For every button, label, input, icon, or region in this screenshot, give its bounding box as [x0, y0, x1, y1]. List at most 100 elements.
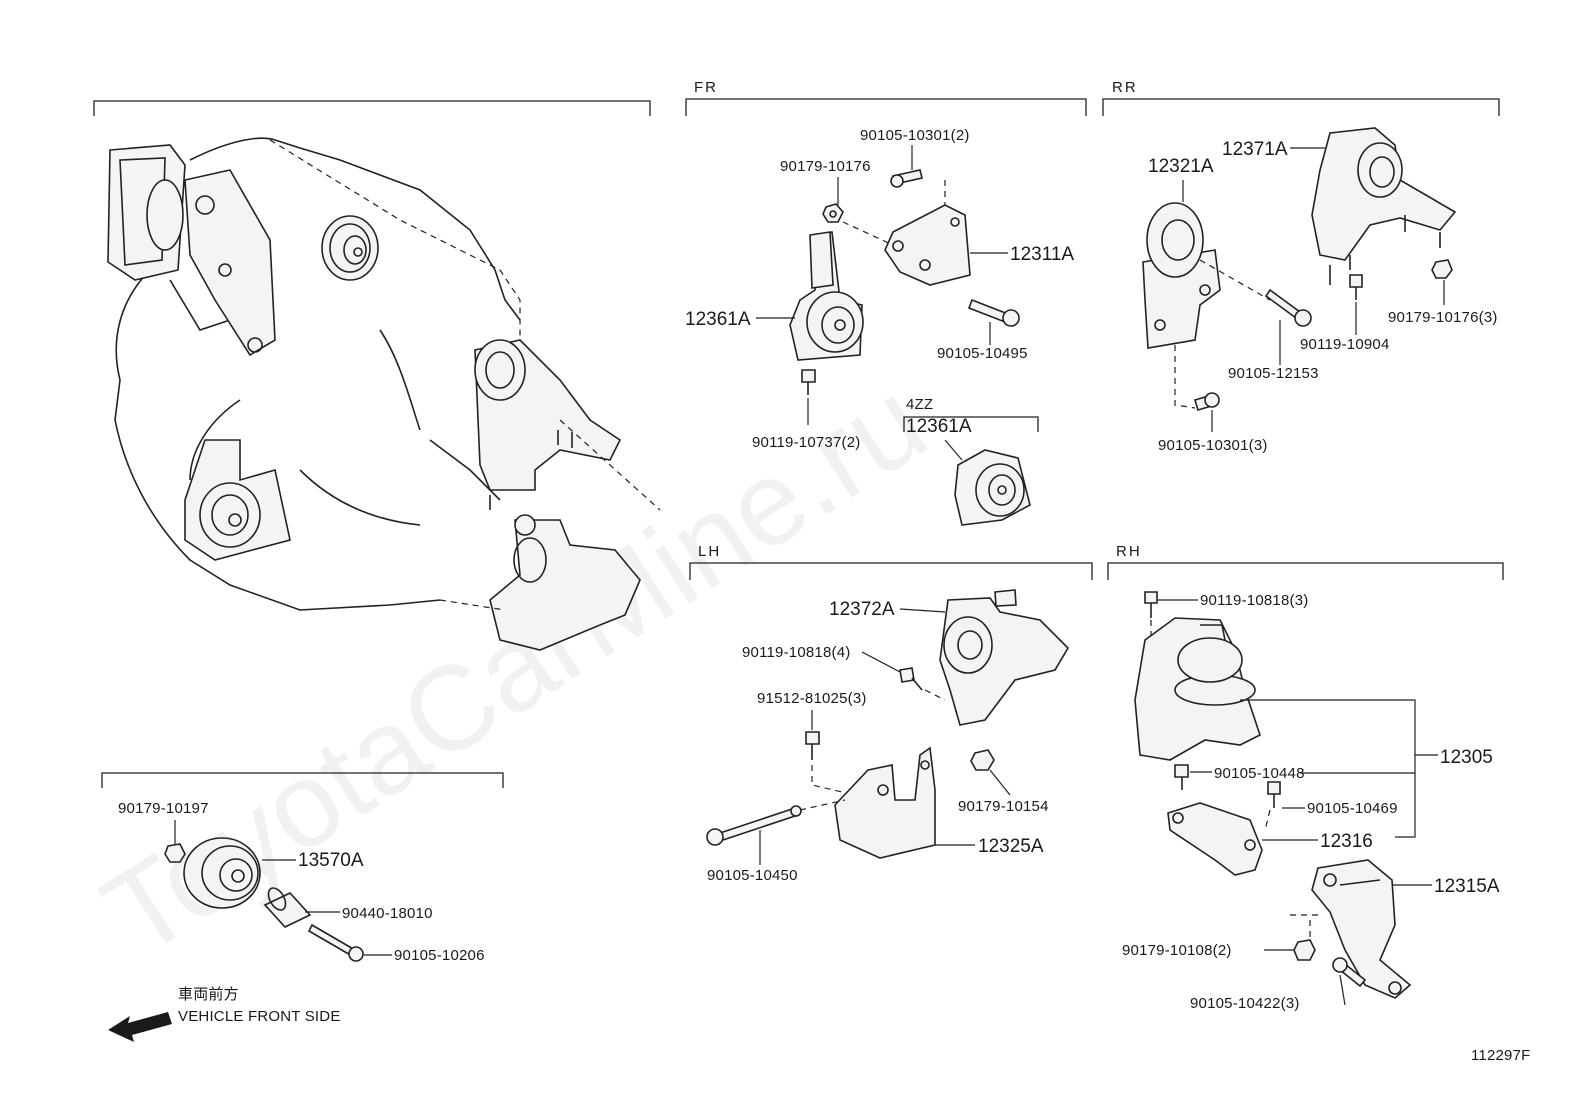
nut-90179-10197	[164, 843, 186, 863]
label-90179-10154: 90179-10154	[958, 798, 1049, 815]
dash-rh-lower	[1290, 914, 1318, 942]
label-12321A: 12321A	[1148, 156, 1214, 177]
label-90105-10206: 90105-10206	[394, 947, 485, 964]
pulley-13570A	[183, 837, 261, 909]
label-12372A: 12372A	[829, 599, 895, 620]
bolt-91512-81025	[805, 731, 820, 760]
direction-label-english: VEHICLE FRONT SIDE	[178, 1008, 341, 1025]
mount-12361A-4zz	[954, 449, 1031, 526]
lh-section-label: LH	[698, 543, 721, 560]
engine-rr-mount	[474, 339, 622, 510]
engine-dashed-outline-1	[269, 139, 521, 340]
label-90105-10301-2: 90105-10301(2)	[860, 127, 970, 144]
label-90179-10176: 90179-10176	[780, 158, 871, 175]
label-90119-10818-3: 90119-10818(3)	[1200, 592, 1308, 609]
bolt-90105-10422	[1332, 957, 1367, 988]
fr-section-label: FR	[694, 79, 718, 96]
engine-rh-mount	[489, 514, 641, 651]
mount-12371A	[1311, 127, 1457, 285]
label-90440-18010: 90440-18010	[342, 905, 433, 922]
label-91512-81025-3: 91512-81025(3)	[757, 690, 867, 707]
label-90105-10301-3: 90105-10301(3)	[1158, 437, 1268, 454]
fr-4zz-label: 4ZZ	[906, 396, 933, 413]
nut-90179-10108	[1293, 939, 1316, 961]
label-90119-10904: 90119-10904	[1300, 336, 1390, 353]
engine-front-mount-left	[107, 144, 186, 281]
dash-lh-lower	[811, 765, 856, 796]
bracket-12316	[1167, 802, 1263, 876]
bolt-90105-10450	[706, 805, 802, 846]
dash-lh-bolt	[799, 799, 846, 811]
label-90105-12153: 90105-12153	[1228, 365, 1319, 382]
leader-12305-bottom	[1395, 755, 1416, 838]
label-90179-10108-2: 90179-10108(2)	[1122, 942, 1232, 959]
leader-12361A-4zz	[944, 439, 963, 461]
label-90179-10197: 90179-10197	[118, 800, 209, 817]
label-90179-10176-3: 90179-10176(3)	[1388, 309, 1498, 326]
bolt-90105-10448	[1174, 764, 1189, 790]
spacer-90440-18010	[263, 887, 312, 928]
label-90119-10818-4: 90119-10818(4)	[742, 644, 850, 661]
leader-90179-10154	[989, 769, 1011, 796]
label-12361A: 12361A	[685, 309, 751, 330]
engine-overview-bracket	[93, 100, 651, 116]
rh-section-label: RH	[1116, 543, 1142, 560]
nut-90179-10154	[970, 749, 995, 771]
direction-label-japanese: 車両前方	[178, 986, 239, 1003]
engine-pulley	[321, 215, 379, 281]
engine-lh-mount	[184, 439, 291, 561]
bracket-12325A	[834, 746, 936, 859]
label-13570A: 13570A	[298, 850, 364, 871]
bolt-90119-10737	[801, 369, 816, 395]
bolt-90105-12153	[1264, 288, 1312, 327]
nut-90179-10176-3	[1431, 259, 1453, 279]
dash-rr	[1174, 259, 1271, 409]
label-12371A: 12371A	[1222, 139, 1288, 160]
rr-section-bracket	[1102, 98, 1500, 116]
label-12316: 12316	[1320, 831, 1373, 852]
fr-4zz-bracket	[903, 416, 1039, 432]
rr-section-label: RR	[1112, 79, 1138, 96]
mount-12361A	[789, 231, 864, 361]
leader-12372A	[899, 608, 946, 613]
lh-section-bracket	[689, 562, 1093, 580]
nut-90179-10176	[822, 203, 844, 223]
label-90105-10422-3: 90105-10422(3)	[1190, 995, 1300, 1012]
leader-90105-10422-3	[1339, 974, 1346, 1006]
dash-lh-upper	[924, 689, 946, 701]
bolt-90119-10904	[1349, 274, 1363, 300]
leader-12305-top	[1240, 699, 1438, 756]
pulley-section-bracket	[101, 772, 504, 788]
bolt-90105-10206	[307, 923, 364, 962]
rh-section-bracket	[1107, 562, 1504, 580]
mount-12305	[1134, 617, 1261, 761]
bolt-90105-10301	[890, 169, 923, 188]
label-90105-10469: 90105-10469	[1307, 800, 1398, 817]
label-12311A: 12311A	[1010, 244, 1074, 265]
label-12305: 12305	[1440, 747, 1493, 768]
bolt-90119-10818-4	[899, 667, 923, 691]
bracket-12311A	[884, 204, 971, 286]
mount-12321A	[1142, 202, 1221, 349]
fr-section-bracket	[685, 98, 1087, 116]
label-12315A: 12315A	[1434, 876, 1500, 897]
label-90105-10495: 90105-10495	[937, 345, 1028, 362]
mount-12372A	[939, 589, 1070, 726]
figure-id: 112297F	[1471, 1047, 1531, 1064]
bolt-90105-10469	[1267, 781, 1281, 808]
bolt-90105-10495	[967, 298, 1020, 327]
vehicle-front-arrow-icon	[108, 1012, 172, 1042]
dash-fr-upper	[842, 180, 946, 246]
engine-bracket-left	[184, 169, 276, 357]
leader-90119-10818-4	[861, 651, 901, 673]
label-12361A-4zz: 12361A	[906, 416, 972, 437]
label-90105-10450: 90105-10450	[707, 867, 798, 884]
engine-dashed-outline-2	[559, 419, 661, 511]
bolt-90119-10818-3	[1144, 591, 1158, 618]
label-12325A: 12325A	[978, 836, 1044, 857]
bolt-90105-10301-3	[1194, 392, 1220, 411]
label-90105-10448: 90105-10448	[1214, 765, 1305, 782]
bracket-12315A	[1311, 859, 1412, 999]
dash-rh-mid	[1264, 809, 1271, 831]
